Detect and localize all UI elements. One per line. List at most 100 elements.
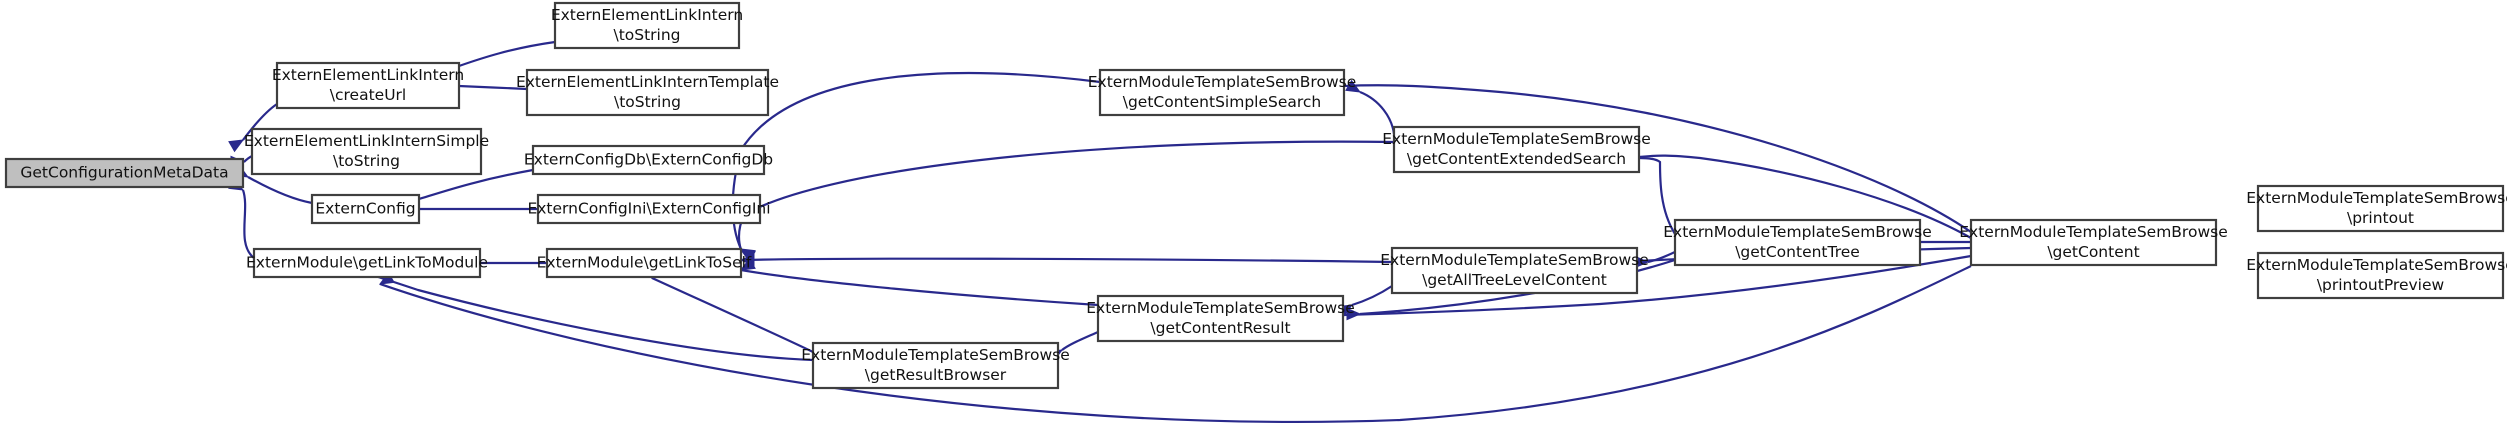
node-label-line: \getContentSimpleSearch xyxy=(1123,93,1322,111)
edge-n10-to-n9 xyxy=(731,71,1101,262)
node-label-line: ExternModuleTemplateSemBrowse xyxy=(1663,223,1932,241)
node-label-line: \printout xyxy=(2347,209,2414,227)
node-box[interactable] xyxy=(1673,218,1922,267)
node-box[interactable] xyxy=(553,1,741,50)
node-label-line: \toString xyxy=(614,93,681,111)
node-box[interactable] xyxy=(811,341,1060,390)
node-box[interactable] xyxy=(275,61,461,110)
node-box[interactable] xyxy=(250,127,483,176)
edge-line xyxy=(1359,90,1396,135)
node-getconfigurationmetadata[interactable]: GetConfigurationMetaData xyxy=(4,157,245,189)
node-externelementlinkintern-tostring[interactable]: ExternElementLinkIntern \toString xyxy=(551,1,743,50)
node-externmoduletemplatesembrowse-getalltreelevelcontent[interactable]: ExternModuleTemplateSemBrowse \getAllTree… xyxy=(1380,246,1649,295)
node-label-line: ExternElementLinkInternTemplate xyxy=(516,73,779,91)
edge-n2-to-n0 xyxy=(228,103,278,153)
node-label-line: \getContent xyxy=(2047,243,2139,261)
node-externmoduletemplatesembrowse-getcontentsimplesearch[interactable]: ExternModuleTemplateSemBrowse \getContent… xyxy=(1088,68,1357,117)
node-label-line: ExternConfigIni\ExternConfigIni xyxy=(527,200,770,218)
edge-line xyxy=(1342,254,1972,317)
node-label-line: ExternModuleTemplateSemBrowse xyxy=(1959,223,2228,241)
node-externmoduletemplatesembrowse-printout[interactable]: ExternModuleTemplateSemBrowse \printout xyxy=(2246,184,2507,233)
edge-n14-to-n9 xyxy=(650,265,814,353)
node-externmoduletemplatesembrowse-getresultbrowser[interactable]: ExternModuleTemplateSemBrowse \getResultB… xyxy=(801,341,1070,390)
node-label-line: \getContentTree xyxy=(1735,243,1860,261)
edge-line xyxy=(374,274,814,362)
node-label-line: ExternModuleTemplateSemBrowse xyxy=(801,346,1070,364)
node-label-line: ExternModuleTemplateSemBrowse xyxy=(1380,251,1649,269)
node-externconfigini-externconfigini[interactable]: ExternConfigIni\ExternConfigIni xyxy=(527,193,771,225)
node-externmoduletemplatesembrowse-getcontent[interactable]: ExternModuleTemplateSemBrowse \getContent xyxy=(1959,218,2228,267)
node-box[interactable] xyxy=(1390,246,1639,295)
node-externconfig[interactable]: ExternConfig xyxy=(310,193,421,225)
node-externmodule-getlinktomodule[interactable]: ExternModule\getLinkToModule xyxy=(246,247,488,279)
edge-n5-to-n6 xyxy=(404,168,534,212)
edge-line xyxy=(1647,250,1676,264)
edge-line xyxy=(458,84,528,91)
node-label-line: ExternModuleTemplateSemBrowse xyxy=(2246,189,2507,207)
node-externconfigdb-externconfigdb[interactable]: ExternConfigDb\ExternConfigDb xyxy=(524,144,773,176)
nodes-layer: GetConfigurationMetaData ExternElementLin… xyxy=(4,1,2507,390)
node-externmoduletemplatesembrowse-getcontentresult[interactable]: ExternModuleTemplateSemBrowse \getContent… xyxy=(1086,294,1355,343)
edge-line xyxy=(1343,84,1972,233)
node-externelementlinkinterntemplate-tostring[interactable]: ExternElementLinkInternTemplate \toString xyxy=(516,68,779,117)
node-box[interactable] xyxy=(1096,294,1345,343)
edge-arrowhead xyxy=(1346,307,1362,321)
node-box[interactable] xyxy=(4,157,245,189)
edge-line xyxy=(1061,330,1099,351)
edge-line xyxy=(1351,285,1393,307)
node-label-line: ExternModuleTemplateSemBrowse xyxy=(1086,299,1355,317)
node-box[interactable] xyxy=(545,247,743,279)
node-label-line: ExternModuleTemplateSemBrowse xyxy=(1088,73,1357,91)
node-label-line: \getAllTreeLevelContent xyxy=(1422,271,1607,289)
node-label-line: ExternModuleTemplateSemBrowse xyxy=(1382,130,1651,148)
node-externmodule-getlinktoself[interactable]: ExternModule\getLinkToSelf xyxy=(537,247,752,279)
edge-line xyxy=(731,71,1101,250)
node-label-line: ExternConfigDb\ExternConfigDb xyxy=(524,151,773,169)
node-box[interactable] xyxy=(2256,251,2505,300)
edge-line xyxy=(418,168,534,201)
node-box[interactable] xyxy=(2256,184,2505,233)
node-box[interactable] xyxy=(1969,218,2218,267)
edge-line xyxy=(740,268,1099,307)
node-label-line: ExternModule\getLinkToModule xyxy=(246,254,488,272)
node-label-line: \toString xyxy=(333,152,400,170)
node-label-line: ExternElementLinkIntern xyxy=(551,6,743,24)
edge-n14-to-n8 xyxy=(373,263,814,362)
node-externelementlinkinternsimple-tostring[interactable]: ExternElementLinkInternSimple \toString xyxy=(244,127,489,176)
node-box[interactable] xyxy=(531,144,766,176)
edge-arrowhead xyxy=(739,257,756,271)
node-label-line: ExternElementLinkIntern xyxy=(272,66,464,84)
node-label-line: \getContentResult xyxy=(1150,319,1290,337)
node-externmoduletemplatesembrowse-getcontenttree[interactable]: ExternModuleTemplateSemBrowse \getContent… xyxy=(1663,218,1932,267)
edge-n7-to-n6 xyxy=(405,202,538,216)
node-label-line: \toString xyxy=(613,26,680,44)
edge-line xyxy=(243,155,253,163)
node-label-line: GetConfigurationMetaData xyxy=(20,164,228,182)
node-label-line: ExternConfig xyxy=(315,200,415,218)
node-box[interactable] xyxy=(252,247,482,279)
edge-n8-to-n0 xyxy=(228,177,255,259)
node-label-line: \getResultBrowser xyxy=(865,366,1007,384)
node-box[interactable] xyxy=(536,193,762,225)
edge-line xyxy=(737,140,1395,251)
node-box[interactable] xyxy=(1098,68,1346,117)
edge-line xyxy=(241,189,255,259)
edge-n12-to-n9 xyxy=(739,253,1393,267)
edge-line xyxy=(1638,156,1676,235)
node-label-line: ExternElementLinkInternSimple xyxy=(244,132,489,150)
edge-line xyxy=(458,40,556,68)
edge-n11-to-n9 xyxy=(737,140,1395,263)
edge-line xyxy=(242,103,278,141)
node-box[interactable] xyxy=(525,68,770,117)
node-externmoduletemplatesembrowse-getcontentextendedsearch[interactable]: ExternModuleTemplateSemBrowse\getContent… xyxy=(1382,125,1651,174)
node-externelementlinkintern-createurl[interactable]: ExternElementLinkIntern \createUrl xyxy=(272,61,464,110)
node-label-line: \printoutPreview xyxy=(2317,276,2445,294)
node-box[interactable] xyxy=(310,193,421,225)
node-label-line: ExternModule\getLinkToSelf xyxy=(537,254,752,272)
node-label-line: \createUrl xyxy=(330,86,406,104)
node-box[interactable] xyxy=(1392,125,1641,174)
edge-arrowhead xyxy=(1345,79,1362,93)
edge-n13-to-n9 xyxy=(739,257,1099,307)
node-externmoduletemplatesembrowse-printoutpreview[interactable]: ExternModuleTemplateSemBrowse\printoutPr… xyxy=(2246,251,2507,300)
